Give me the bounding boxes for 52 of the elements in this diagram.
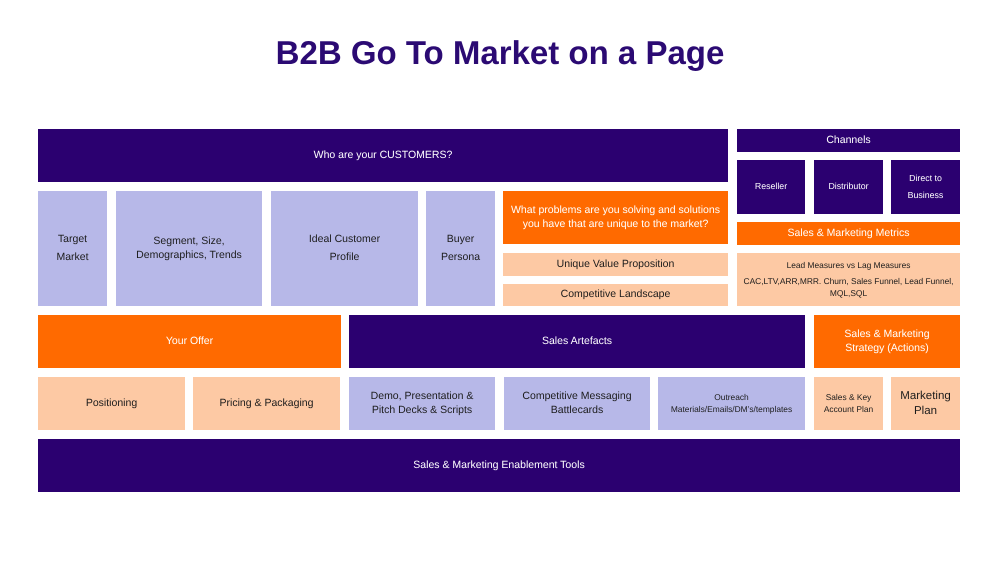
metrics-list-text: CAC,LTV,ARR,MRR. Churn, Sales Funnel, Lead Funnel, MQL,SQL xyxy=(742,274,954,300)
label-text: Sales Artefacts xyxy=(542,334,612,348)
label-text: Marketing Plan xyxy=(899,389,952,418)
label-text: Target Market xyxy=(55,232,90,264)
label-text: Distributor xyxy=(828,181,869,193)
page-title: B2B Go To Market on a Page xyxy=(276,34,724,71)
category-tile xyxy=(426,191,495,306)
category-tile xyxy=(271,191,418,306)
label-text: Sales & Key Account Plan xyxy=(822,392,874,416)
label-text: Outreach Materials/Emails/DM’s/templates xyxy=(670,392,794,416)
label-text: Unique Value Proposition xyxy=(556,258,674,272)
detail-tile xyxy=(38,377,185,430)
highlight-bar xyxy=(814,315,960,368)
header-bar xyxy=(38,439,960,492)
detail-tile xyxy=(737,253,960,306)
label-text: Sales & Marketing Strategy (Actions) xyxy=(843,328,931,356)
category-tile xyxy=(349,377,495,430)
highlight-bar xyxy=(737,222,960,245)
label-text: Competitive Messaging Battlecards xyxy=(521,390,633,418)
detail-tile xyxy=(891,377,960,430)
detail-tile xyxy=(503,284,728,306)
header-bar xyxy=(814,160,883,214)
label-text: Who are your CUSTOMERS? xyxy=(314,148,452,162)
label-text: What problems are you solving and solutions you have that are unique to the market? xyxy=(510,204,721,232)
label-text: Segment, Size, Demographics, Trends xyxy=(135,234,243,262)
subheading-text: Lead Measures vs Lag Measures xyxy=(786,259,910,272)
category-tile xyxy=(38,191,107,306)
label-text: Direct to Business xyxy=(906,172,944,202)
header-bar xyxy=(737,160,805,214)
label-text: Your Offer xyxy=(166,334,214,348)
detail-tile xyxy=(814,377,883,430)
label-text: Sales & Marketing Enablement Tools xyxy=(413,458,585,472)
header-bar xyxy=(891,160,960,214)
detail-tile xyxy=(193,377,340,430)
header-bar xyxy=(737,129,960,152)
label-text: Reseller xyxy=(754,181,788,193)
label-text: Channels xyxy=(826,134,871,148)
label-text: Buyer Persona xyxy=(440,232,482,264)
label-text: Positioning xyxy=(86,396,138,410)
label-text: Demo, Presentation & Pitch Decks & Scripts xyxy=(370,390,474,418)
label-text: Competitive Landscape xyxy=(560,288,670,302)
label-text: Pricing & Packaging xyxy=(220,396,314,410)
label-text: Ideal Customer Profile xyxy=(308,232,382,264)
category-tile xyxy=(658,377,805,430)
detail-tile xyxy=(503,253,728,276)
header-bar xyxy=(349,315,805,368)
category-tile xyxy=(504,377,650,430)
highlight-bar xyxy=(503,191,728,244)
highlight-bar xyxy=(38,315,341,368)
label-text: Sales & Marketing Metrics xyxy=(788,226,910,240)
header-bar xyxy=(38,129,728,182)
category-tile xyxy=(116,191,262,306)
